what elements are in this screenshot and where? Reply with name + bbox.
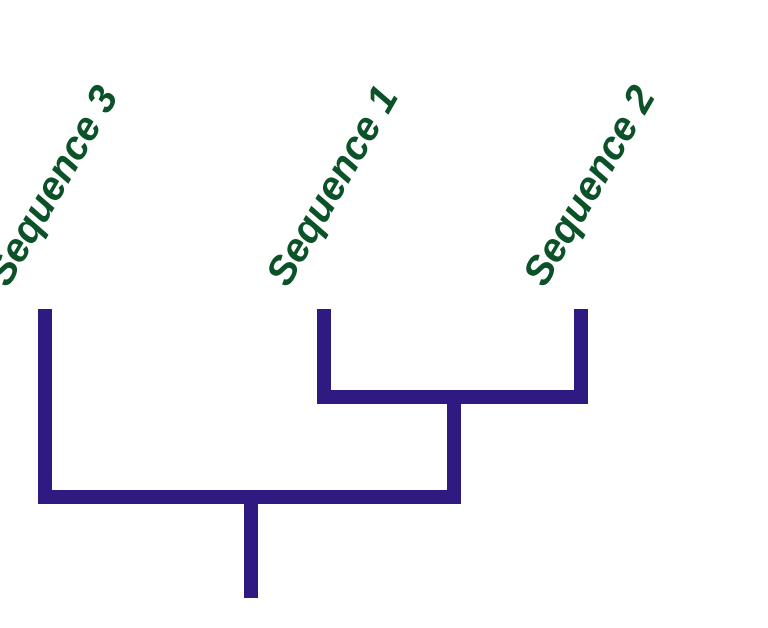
tree-branch-group [38, 309, 588, 598]
